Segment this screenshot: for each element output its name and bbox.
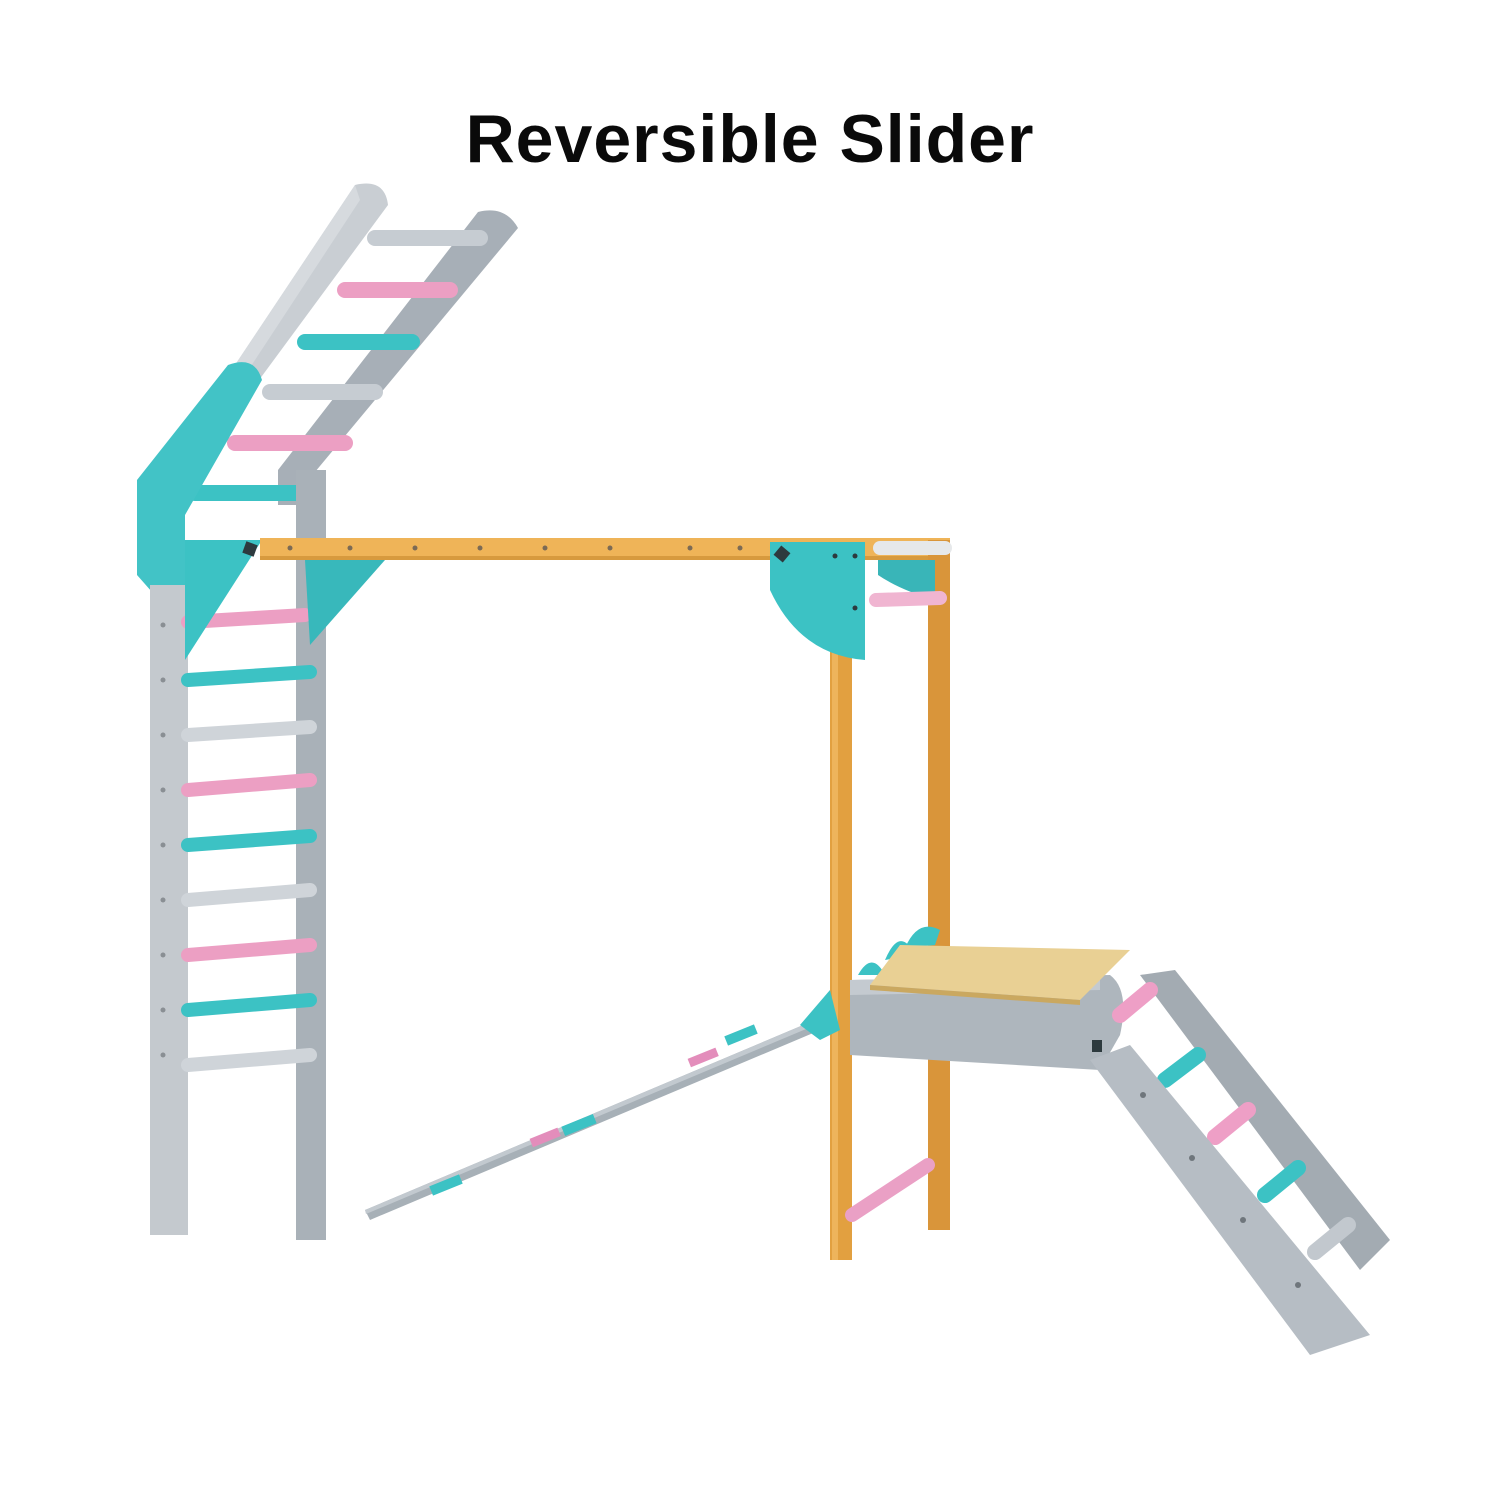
step-ladder <box>1090 970 1390 1355</box>
page-title: Reversible Slider <box>465 101 1035 177</box>
reversible-slide-ramp <box>365 990 840 1220</box>
angled-ladder-extension <box>137 183 518 596</box>
swedish-wall-ladder <box>150 470 326 1240</box>
wooden-platform <box>850 926 1130 1070</box>
